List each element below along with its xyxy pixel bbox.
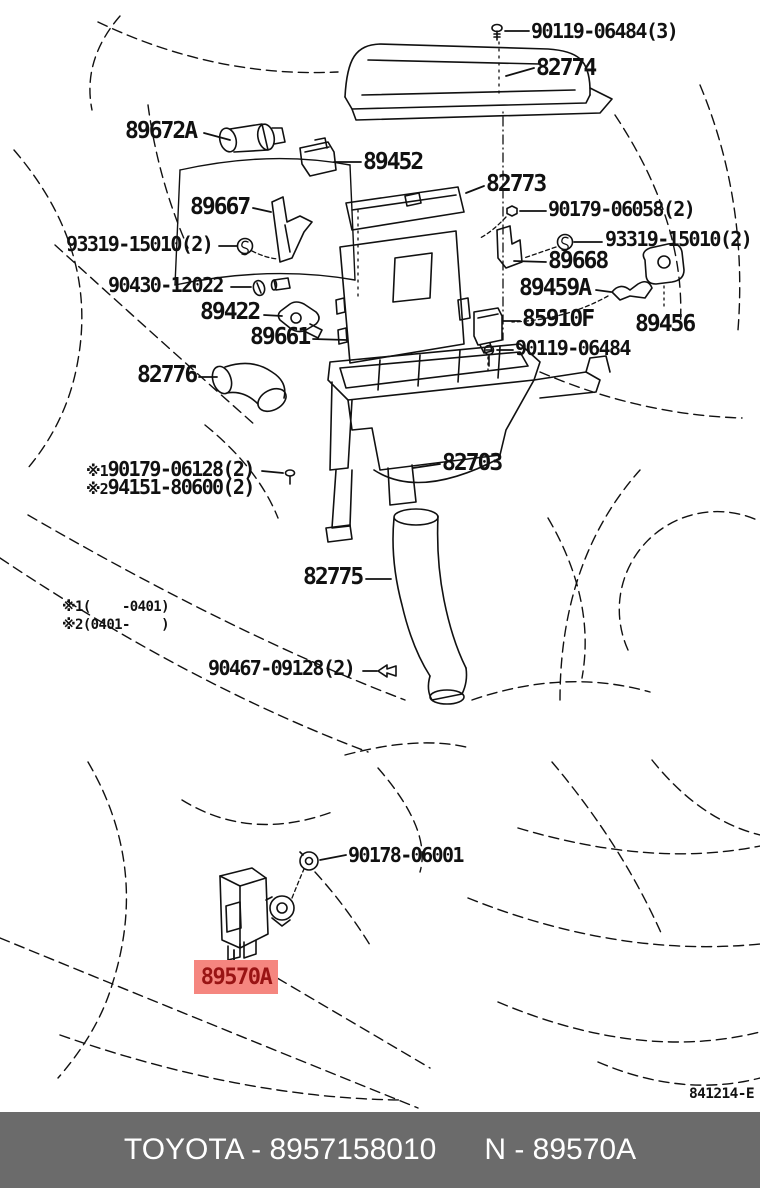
part-label-94151-80600[interactable]: ※294151-80600(2) (86, 475, 255, 499)
drawing-82703-fusebox (325, 343, 611, 543)
washer-icon (252, 277, 291, 297)
part-label-89667[interactable]: 89667 (190, 194, 251, 220)
applicability-note-2: ※2(0401- ) (62, 617, 170, 633)
part-label-90119-06484[interactable]: 90119-06484 (515, 336, 631, 360)
part-label-89456[interactable]: 89456 (635, 311, 696, 337)
part-label-82775[interactable]: 82775 (303, 564, 364, 590)
screw-icon (491, 23, 503, 41)
drawing-89456-sensor (642, 242, 685, 285)
grommet-icon (299, 851, 319, 871)
part-label-90467-09128[interactable]: 90467-09128(2) (208, 656, 356, 680)
note-marker-2: ※2 (86, 480, 109, 498)
part-label-89422[interactable]: 89422 (200, 299, 261, 325)
figure-ref-code: 841214-E (689, 1086, 755, 1102)
drawing-82774-cover (344, 43, 613, 121)
drawing-89667-bracket (271, 196, 313, 263)
footer-part-ref: N - 89570A (484, 1133, 637, 1166)
assembly-guide-lines (251, 41, 665, 899)
part-label-82703[interactable]: 82703 (442, 450, 503, 476)
part-label-89672a[interactable]: 89672A (125, 118, 198, 144)
drawing-89668-bracket (496, 225, 523, 269)
drawing-82773-cover (345, 186, 465, 231)
part-label-89570a-highlighted[interactable]: 89570A (194, 960, 278, 994)
part-label-89459a[interactable]: 89459A (519, 275, 592, 301)
drawing-89459a-clamp (611, 280, 653, 301)
exploded-parts-drawing (0, 15, 760, 1109)
leader-lines (198, 30, 612, 961)
part-label-89452[interactable]: 89452 (363, 149, 424, 175)
part-label-90119-06484-3[interactable]: 90119-06484(3) (531, 19, 679, 43)
note-marker-1: ※1 (86, 462, 109, 480)
part-label-82774[interactable]: 82774 (536, 55, 597, 81)
part-label-90430-12022[interactable]: 90430-12022 (108, 273, 224, 297)
part-label-90179-06128[interactable]: ※190179-06128(2) (86, 457, 255, 481)
drawing-89570a-relay (219, 867, 295, 961)
drawing-82775-duct (392, 508, 468, 705)
part-label-90178-06001[interactable]: 90178-06001 (348, 843, 464, 867)
engine-outline (174, 157, 356, 286)
drawing-89422-sensor (277, 301, 323, 339)
footer-bar: TOYOTA - 8957158010 N - 89570A (0, 1112, 760, 1188)
part-label-82773[interactable]: 82773 (486, 171, 547, 197)
drawing-89661-ecu (335, 230, 471, 364)
part-label-93319-15010-right[interactable]: 93319-15010(2) (605, 227, 753, 251)
drawing-89452-sensor (299, 137, 337, 177)
car-body-sketch (0, 15, 760, 1109)
drawing-89672a-sensor (218, 123, 286, 153)
drawing-82776-duct (211, 362, 287, 413)
part-label-89661[interactable]: 89661 (250, 324, 311, 350)
part-label-89668[interactable]: 89668 (548, 248, 609, 274)
clip-icon (377, 664, 397, 678)
bolt-icon (284, 344, 495, 485)
part-label-82776[interactable]: 82776 (137, 362, 198, 388)
part-label-90179-06058[interactable]: 90179-06058(2) (548, 197, 696, 221)
applicability-note-1: ※1( -0401) (62, 599, 170, 615)
nut-icon (506, 205, 518, 217)
part-label-93319-15010-left[interactable]: 93319-15010(2) (66, 232, 214, 256)
part-label-85910f[interactable]: 85910F (522, 306, 595, 332)
footer-brand-partnumber: TOYOTA - 8957158010 (123, 1133, 437, 1166)
